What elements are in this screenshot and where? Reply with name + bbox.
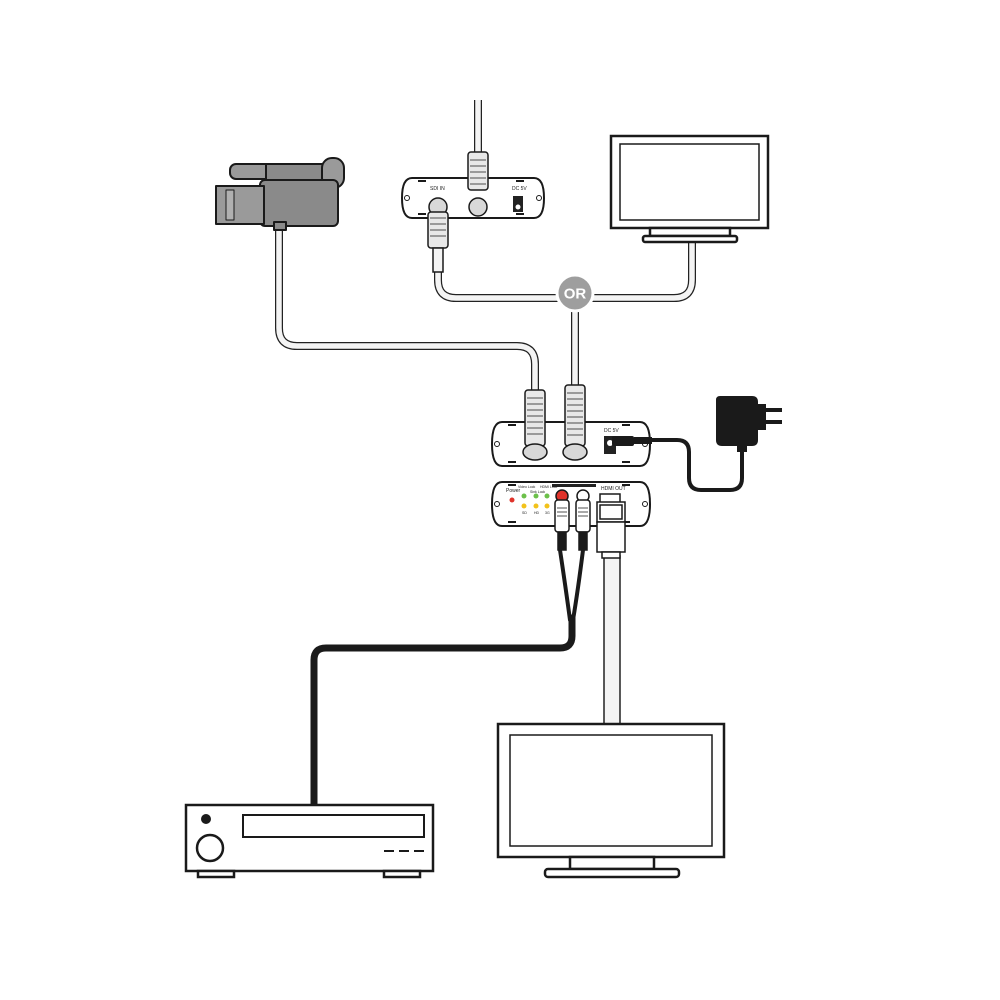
top-monitor-icon [609, 134, 770, 244]
label-sd: SD [522, 511, 527, 515]
label-sdi-in: SDI IN [430, 186, 445, 192]
bottom-monitor-icon [496, 722, 726, 879]
label-hd: HD [534, 511, 540, 515]
label-video-lock: Video Lock [518, 485, 536, 489]
label-sink-lock: Sink Lock [530, 490, 545, 494]
or-label: OR [564, 286, 587, 303]
led-icon [544, 493, 550, 499]
bnc-plug-main-input-icon [522, 389, 548, 461]
led-icon [544, 503, 550, 509]
label-hdmi-lock: HDMI Lock [540, 485, 558, 489]
rca-plug-red-icon [554, 499, 570, 551]
main-device-front: Power Video Lock Sink Lock HDMI Lock HDM… [490, 481, 652, 527]
label-back-dc-5v: DC 5V [604, 428, 619, 434]
audio-cable [310, 548, 585, 809]
power-adapter-icon [716, 396, 782, 452]
bnc-plug-top-input-icon [467, 151, 489, 191]
led-icon [533, 503, 539, 509]
sdi-cable-camera [275, 222, 539, 390]
power-cable [650, 438, 744, 492]
label-hdmi-out: HDMI OUT [601, 486, 626, 492]
hdmi-cable [603, 555, 621, 725]
video-camera-icon [215, 157, 345, 231]
hdmi-plug-icon [596, 501, 626, 559]
dc-plug-icon [612, 436, 652, 446]
led-icon [533, 493, 539, 499]
bnc-plug-top-output-icon [427, 211, 449, 273]
power-led-icon [509, 497, 515, 503]
sdi-cable-output-or-monitor [434, 242, 696, 385]
bnc-plug-main-loop-icon [562, 384, 588, 461]
label-3g: 3G [545, 511, 550, 515]
rca-plug-white-icon [575, 499, 591, 551]
av-receiver-icon [184, 803, 435, 879]
label-power: Power [506, 488, 521, 494]
dc-jack-icon [513, 196, 523, 212]
led-icon [521, 503, 527, 509]
bnc-jack-icon [468, 197, 488, 217]
led-icon [521, 493, 527, 499]
or-badge: OR [555, 273, 595, 313]
label-dc-5v: DC 5V [512, 186, 527, 192]
